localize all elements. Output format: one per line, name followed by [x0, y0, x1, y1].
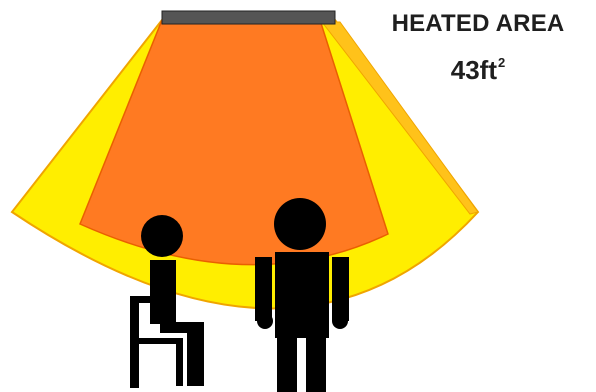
- heated-area-value: 43ft2: [451, 56, 505, 83]
- heater-icon: [162, 11, 335, 24]
- heated-area-title: HEATED AREA: [360, 12, 596, 36]
- area-number: 43ft: [451, 55, 497, 85]
- heated-area-label: HEATED AREA 43ft2: [360, 12, 596, 83]
- area-exponent: 2: [498, 55, 505, 70]
